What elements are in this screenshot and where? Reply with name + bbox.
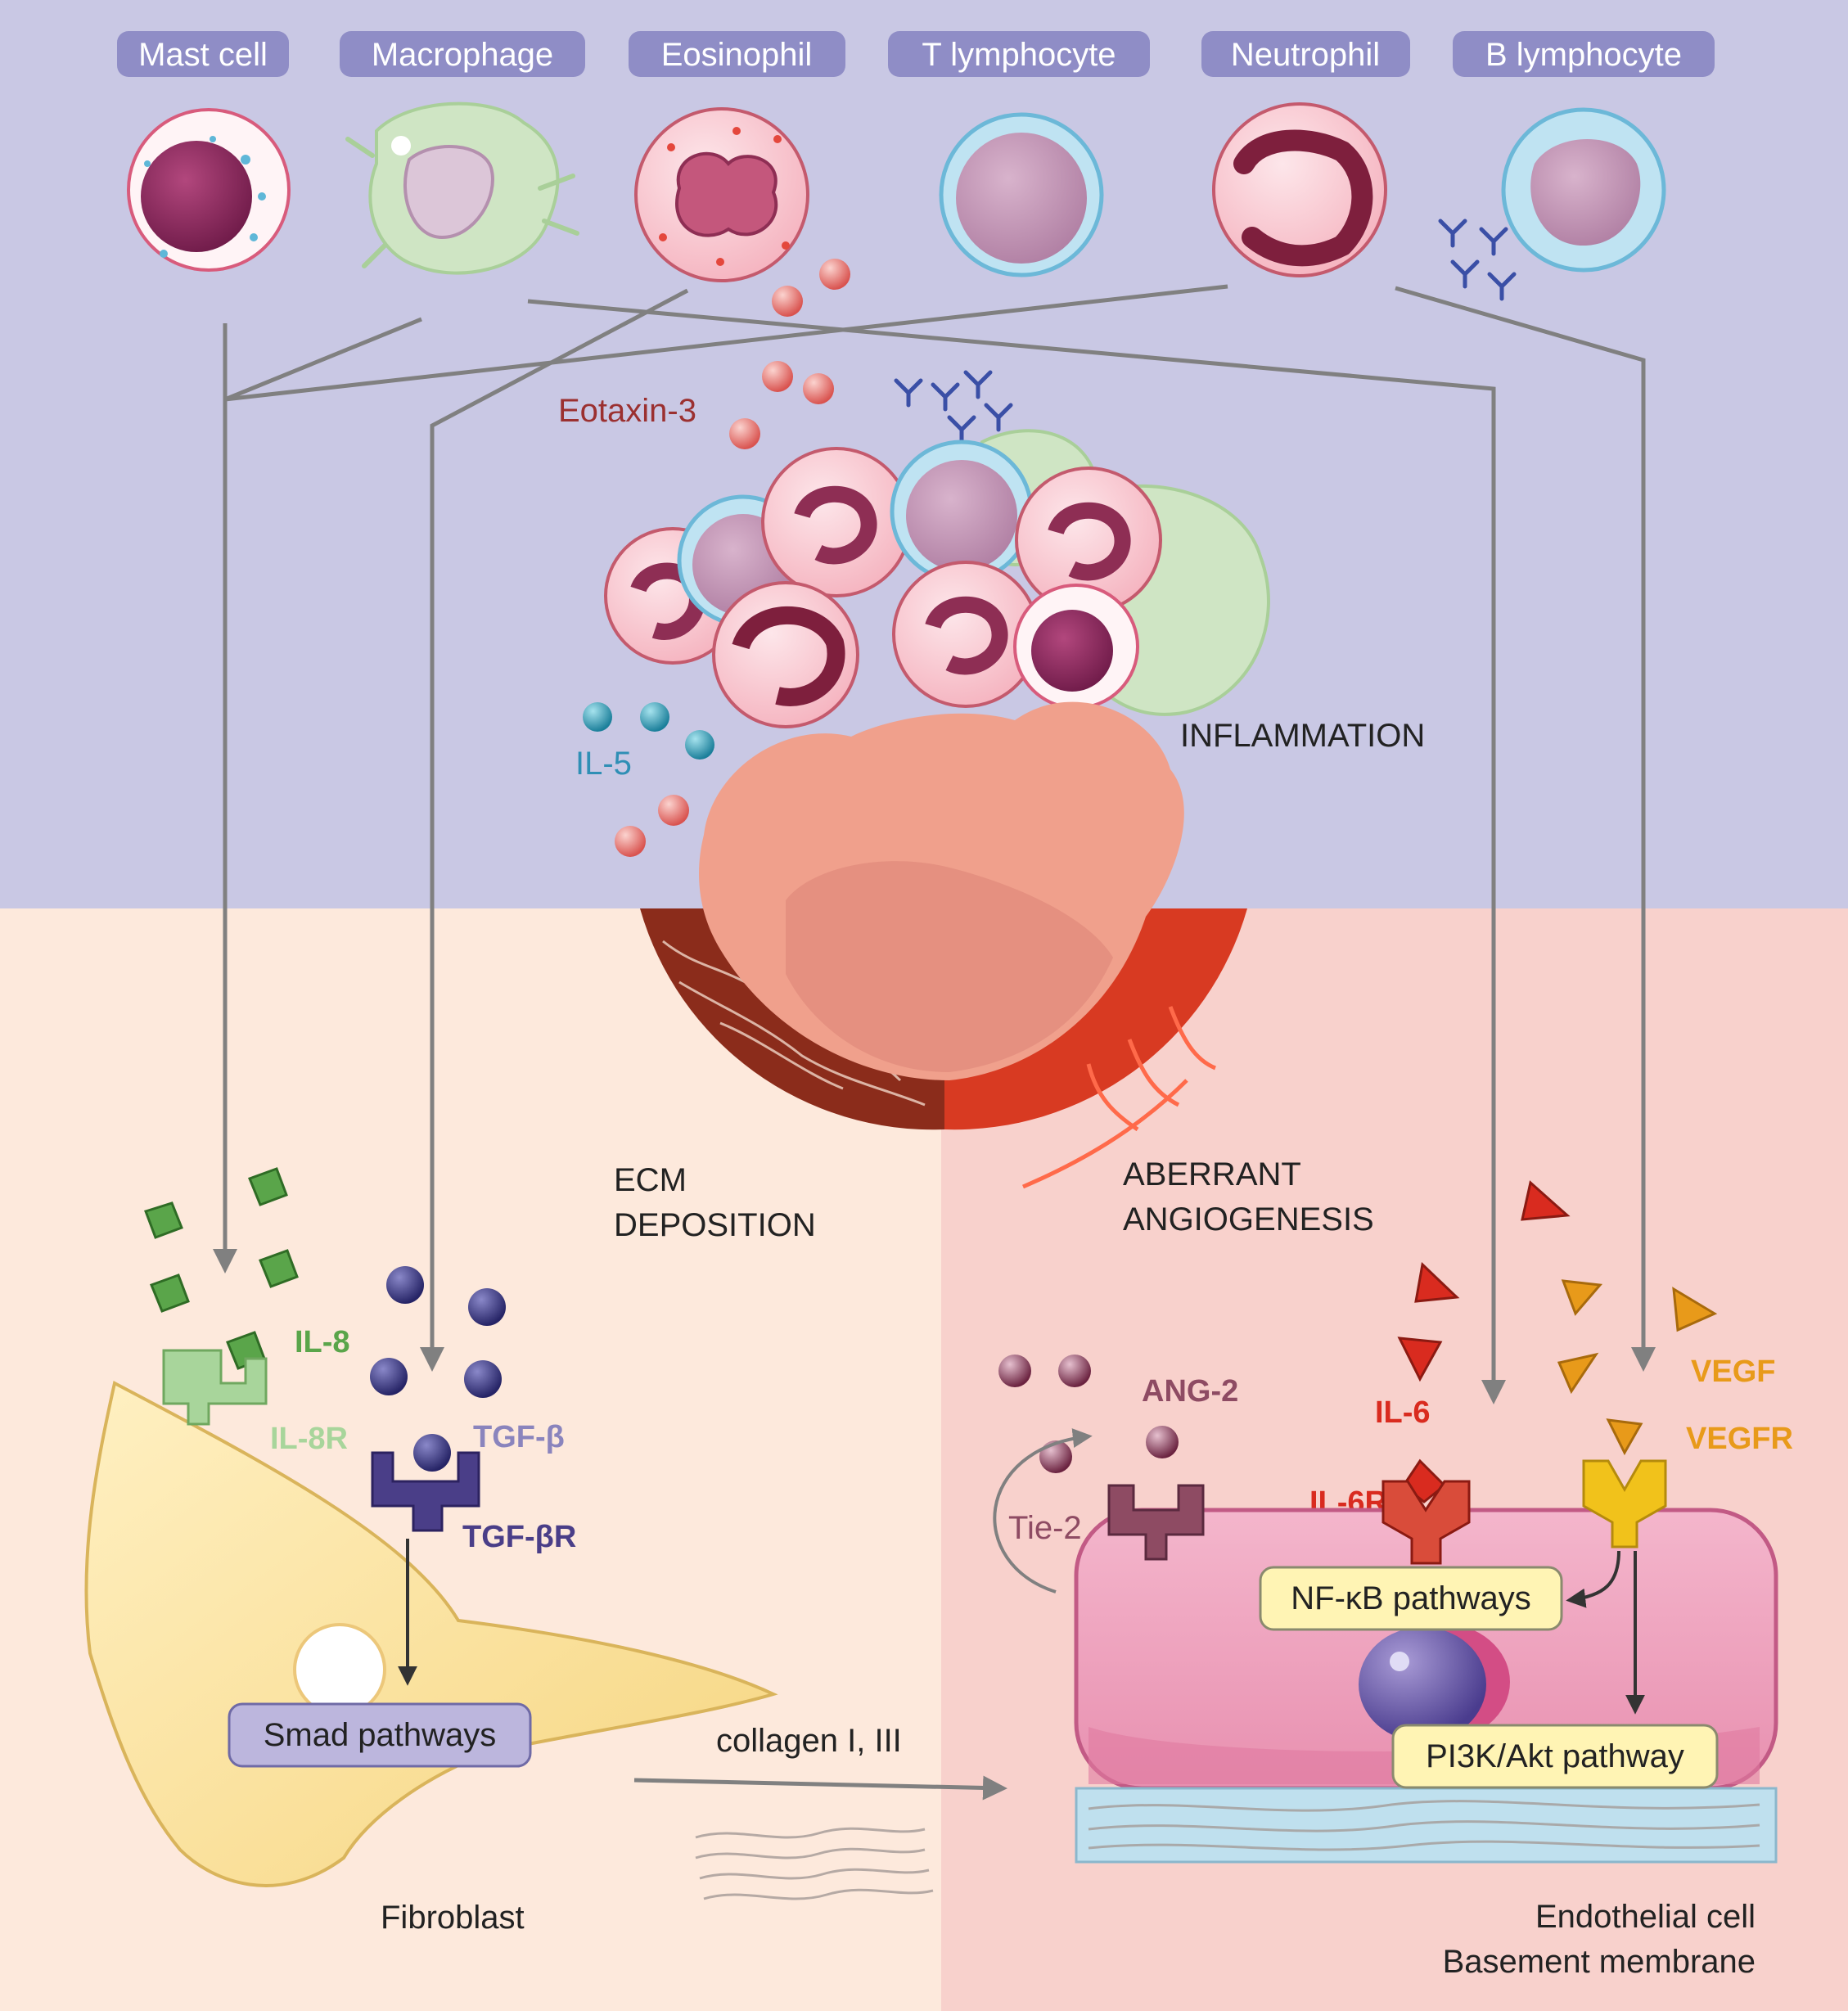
pill-mast-cell <box>117 31 289 77</box>
collagen-arrow <box>633 1775 1007 1801</box>
fibroblast-label: Fibroblast <box>381 1900 525 1936</box>
t-lymphocyte-illustration <box>939 112 1104 277</box>
label-t-lymphocyte: T lymphocyte <box>922 37 1116 73</box>
label-b-lymphocyte: B lymphocyte <box>1485 37 1682 73</box>
ang2-beads <box>998 1355 1179 1473</box>
eosinophil-illustration <box>634 107 809 282</box>
angio-label-line2: ANGIOGENESIS <box>1123 1201 1374 1237</box>
collagen-label: collagen I, III <box>716 1723 902 1759</box>
il6r-receptor <box>1381 1458 1471 1565</box>
antibody-icons-top <box>1438 219 1517 301</box>
pi3k-pathway-box <box>1391 1724 1719 1789</box>
tgfb-beads <box>370 1266 506 1472</box>
tie2-label: Tie-2 <box>1008 1510 1082 1546</box>
signal-arrows <box>213 284 1656 1404</box>
vegfr-receptor <box>1582 1418 1667 1548</box>
label-macrophage: Macrophage <box>372 37 553 73</box>
pill-neutrophil <box>1201 31 1410 77</box>
macrophage-illustration <box>345 101 579 275</box>
basement-membrane-label: Basement membrane <box>1443 1944 1756 1980</box>
neutrophil-illustration <box>1212 102 1387 277</box>
tgfbr-label: TGF-βR <box>462 1520 576 1554</box>
tgfbr-receptor <box>371 1451 480 1532</box>
pill-t-lymphocyte <box>888 31 1150 77</box>
label-eosinophil: Eosinophil <box>661 37 813 73</box>
vegfr-to-nfkb-arrow <box>1566 1550 1620 1608</box>
tgfb-label: TGF-β <box>473 1420 565 1454</box>
basement-membrane <box>1075 1787 1778 1864</box>
il6-triangles <box>1397 1180 1571 1382</box>
smad-pathway-label: Smad pathways <box>264 1717 497 1753</box>
pill-b-lymphocyte <box>1453 31 1715 77</box>
ecm-label-line1: ECM <box>614 1162 687 1198</box>
inflammation-label: INFLAMMATION <box>1180 718 1425 754</box>
vegf-label: VEGF <box>1691 1355 1775 1389</box>
eotaxin-label: Eotaxin-3 <box>558 393 696 429</box>
il5-label: IL-5 <box>575 746 632 782</box>
tie2-feedback-arrow <box>993 1428 1093 1594</box>
vegfr-label: VEGFR <box>1686 1422 1793 1456</box>
il8-label: IL-8 <box>295 1325 350 1359</box>
il8r-receptor <box>162 1349 268 1426</box>
inflammatory-cell-cluster <box>604 429 1270 728</box>
mast-cell-illustration <box>127 108 291 272</box>
pi3k-pathway-label: PI3K/Akt pathway <box>1426 1738 1684 1774</box>
ang2-label: ANG-2 <box>1142 1374 1238 1409</box>
eotaxin-beads <box>729 259 850 449</box>
il6-label: IL-6 <box>1375 1395 1431 1430</box>
tie2-receptor <box>1107 1484 1205 1561</box>
label-neutrophil: Neutrophil <box>1231 37 1380 73</box>
smad-pathway-box <box>228 1702 532 1768</box>
vegf-triangles <box>1557 1279 1718 1395</box>
label-mast-cell: Mast cell <box>138 37 268 73</box>
il8r-label: IL-8R <box>270 1422 348 1456</box>
pill-eosinophil <box>629 31 845 77</box>
nfkb-pathway-label: NF-κB pathways <box>1291 1580 1530 1616</box>
cell-label-pills: Mast cell Macrophage Eosinophil T lympho… <box>117 31 1715 77</box>
b-lymphocyte-illustration <box>1501 107 1666 273</box>
angio-label-line1: ABERRANT <box>1123 1156 1301 1192</box>
il5-beads <box>583 702 714 857</box>
tissue-hemisphere <box>640 701 1247 1189</box>
pill-macrophage <box>340 31 585 77</box>
collagen-fibers <box>695 1827 934 1900</box>
endothelial-label: Endothelial cell <box>1535 1899 1756 1935</box>
nfkb-pathway-box <box>1259 1566 1563 1631</box>
ecm-label-line2: DEPOSITION <box>614 1207 816 1243</box>
